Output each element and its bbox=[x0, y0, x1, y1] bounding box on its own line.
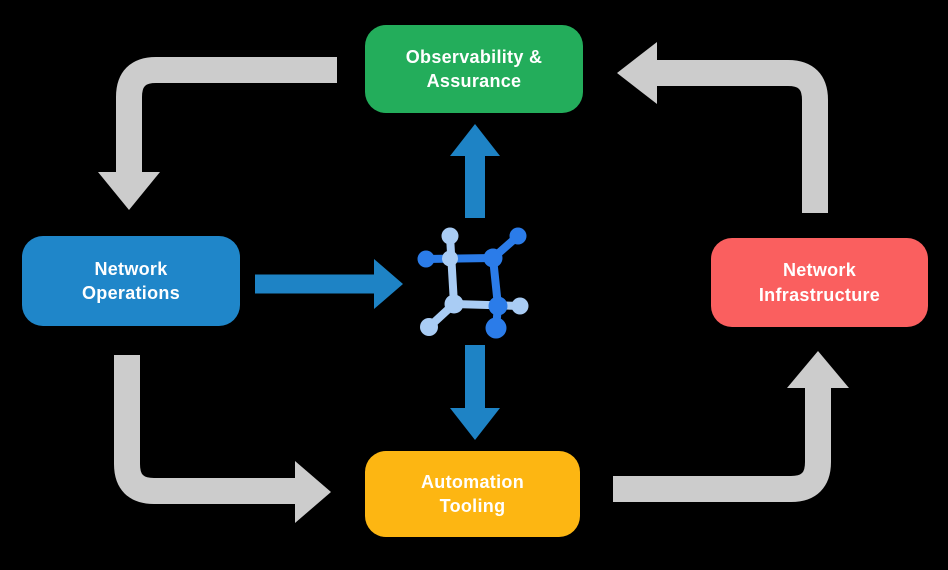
node-network-infrastructure: Network Infrastructure bbox=[711, 238, 928, 327]
node-automation-tooling: Automation Tooling bbox=[365, 451, 580, 537]
arrow-operations-to-center bbox=[255, 259, 403, 309]
node-label-line: Assurance bbox=[426, 71, 522, 91]
node-label-line: Network bbox=[782, 260, 857, 281]
node-label-line: Infrastructure bbox=[758, 284, 881, 305]
node-observability-assurance: Observability & Assurance bbox=[365, 25, 583, 113]
node-label-line: Network bbox=[94, 258, 168, 279]
arrow-automation-to-infrastructure bbox=[613, 351, 849, 502]
node-network-operations: Network Operations bbox=[22, 236, 240, 326]
node-label-line: Observability & bbox=[405, 46, 543, 67]
arrow-infrastructure-to-observability bbox=[617, 42, 828, 213]
arrow-center-to-automation bbox=[450, 345, 500, 440]
network-node-icon bbox=[417, 227, 529, 339]
node-label-line: Automation bbox=[421, 471, 524, 492]
node-label-line: Operations bbox=[81, 283, 181, 303]
arrow-operations-to-automation bbox=[114, 355, 331, 523]
arrow-center-to-observability bbox=[450, 124, 500, 218]
node-label-line: Tooling bbox=[439, 496, 506, 516]
arrow-observability-to-operations bbox=[98, 57, 337, 210]
